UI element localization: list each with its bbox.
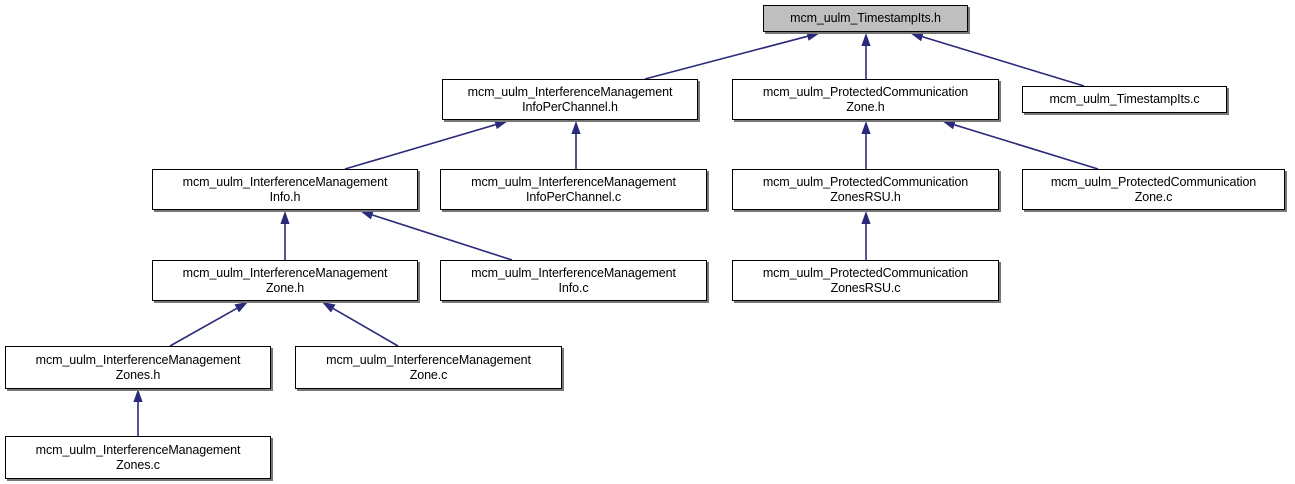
graph-node-imz_h[interactable]: mcm_uulm_InterferenceManagement Zone.h [152,260,418,301]
graph-edge-imi_h-to-imipc_h [344,120,508,170]
graph-node-imipc_c[interactable]: mcm_uulm_InterferenceManagement InfoPerC… [440,169,707,210]
graph-node-label: mcm_uulm_InterferenceManagement InfoPerC… [467,84,673,114]
graph-node-label: mcm_uulm_ProtectedCommunication Zone.h [762,84,969,114]
graph-node-label: mcm_uulm_InterferenceManagement Zones.h [35,352,241,382]
graph-edge-imipc_c-to-imipc_h [571,121,581,169]
graph-node-imipc_h[interactable]: mcm_uulm_InterferenceManagement InfoPerC… [442,79,698,120]
graph-edge-timestampits_c-to-timestampits_h [910,32,1085,87]
graph-node-pcz_h[interactable]: mcm_uulm_ProtectedCommunication Zone.h [732,79,999,120]
graph-node-pczrsu_c[interactable]: mcm_uulm_ProtectedCommunication ZonesRSU… [732,260,999,301]
graph-edge-imz_c-to-imz_h [322,302,399,347]
graph-node-label: mcm_uulm_InterferenceManagement Zones.c [35,442,241,472]
graph-node-label: mcm_uulm_InterferenceManagement Zone.c [326,352,531,382]
graph-node-pcz_c[interactable]: mcm_uulm_ProtectedCommunication Zone.c [1022,169,1285,210]
graph-node-label: mcm_uulm_TimestampIts.h [790,11,941,25]
graph-node-imzs_h[interactable]: mcm_uulm_InterferenceManagement Zones.h [5,346,271,389]
graph-node-label: mcm_uulm_InterferenceManagement InfoPerC… [471,174,676,204]
graph-edge-imipc_h-to-timestampits_h [644,31,820,80]
graph-node-label: mcm_uulm_InterferenceManagement Zone.h [182,265,388,295]
graph-node-label: mcm_uulm_InterferenceManagement Info.c [471,265,676,295]
graph-node-timestampits_c[interactable]: mcm_uulm_TimestampIts.c [1022,86,1227,113]
graph-node-imzs_c[interactable]: mcm_uulm_InterferenceManagement Zones.c [5,436,271,479]
graph-edge-pcz_c-to-pcz_h [942,120,1099,170]
graph-node-label: mcm_uulm_ProtectedCommunication ZonesRSU… [762,265,969,295]
graph-edge-imzs_c-to-imzs_h [133,389,143,436]
graph-node-pczrsu_h[interactable]: mcm_uulm_ProtectedCommunication ZonesRSU… [732,169,999,210]
graph-node-imi_c[interactable]: mcm_uulm_InterferenceManagement Info.c [440,260,707,301]
graph-edge-pczrsu_c-to-pczrsu_h [861,211,871,260]
graph-edge-imzs_h-to-imz_h [169,302,248,347]
graph-node-label: mcm_uulm_InterferenceManagement Info.h [182,174,388,204]
graph-node-label: mcm_uulm_ProtectedCommunication Zone.c [1050,174,1257,204]
graph-edge-imz_h-to-imi_h [280,211,290,260]
graph-node-imz_c[interactable]: mcm_uulm_InterferenceManagement Zone.c [295,346,562,389]
graph-node-timestampits_h[interactable]: mcm_uulm_TimestampIts.h [763,5,968,32]
graph-edge-pcz_h-to-timestampits_h [861,33,871,79]
graph-node-label: mcm_uulm_TimestampIts.c [1049,92,1200,106]
graph-node-label: mcm_uulm_ProtectedCommunication ZonesRSU… [762,174,969,204]
graph-node-imi_h[interactable]: mcm_uulm_InterferenceManagement Info.h [152,169,418,210]
graph-edge-imi_c-to-imi_h [360,210,513,261]
graph-edge-pczrsu_h-to-pcz_h [861,121,871,169]
